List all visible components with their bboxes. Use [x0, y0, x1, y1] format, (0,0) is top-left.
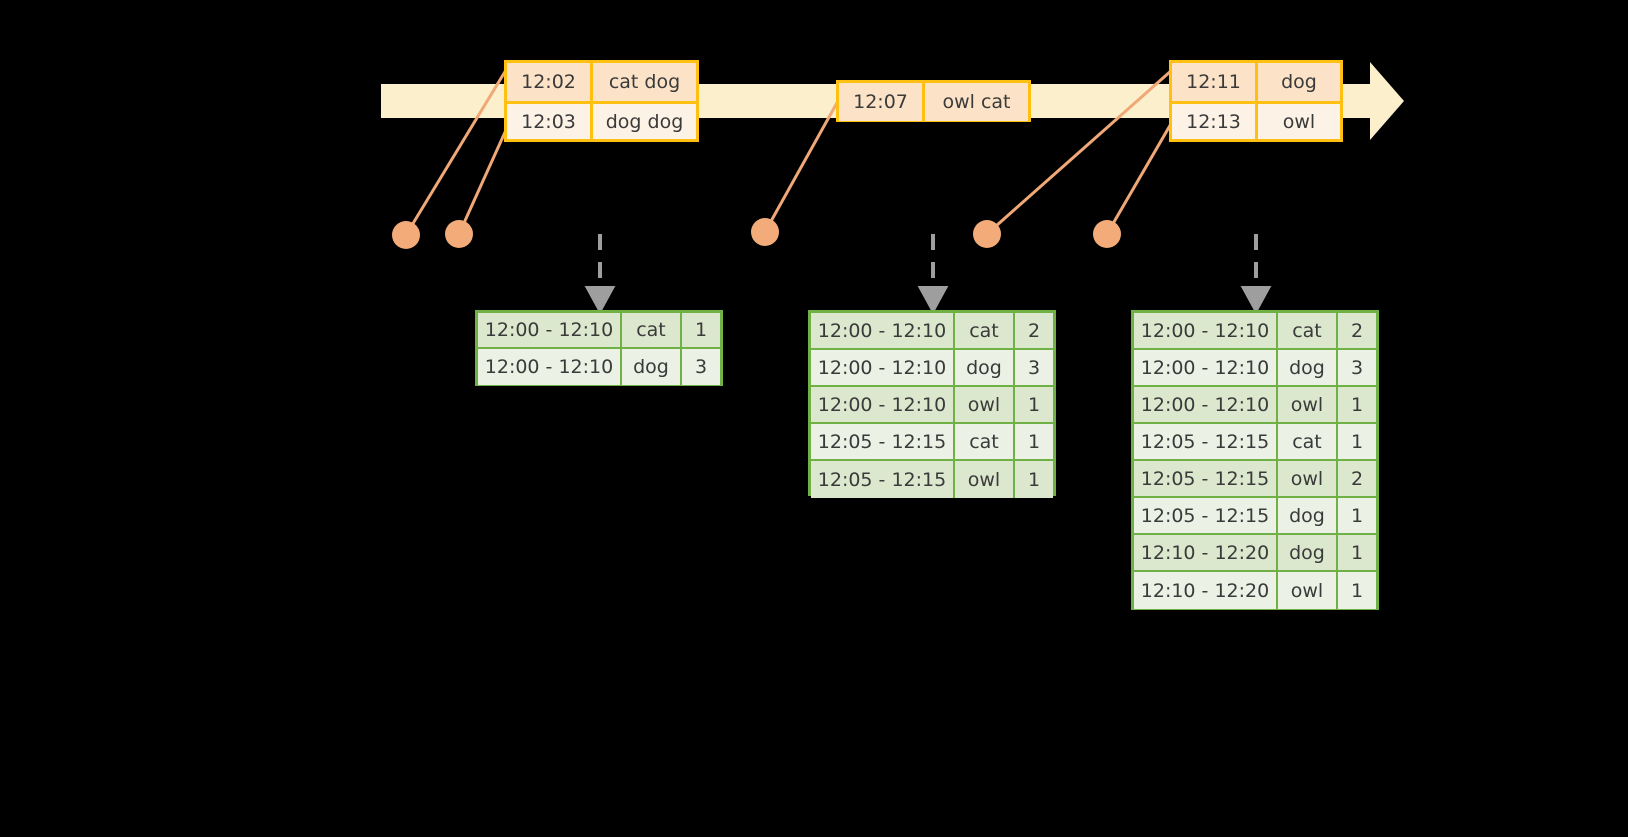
- result-word: dog: [955, 350, 1015, 385]
- table-row[interactable]: 12:05 - 12:15 cat 1: [811, 424, 1053, 461]
- event-words: owl: [1282, 110, 1316, 133]
- event-time: 12:13: [1172, 104, 1258, 139]
- result-word: owl: [955, 387, 1015, 422]
- result-word: cat: [622, 313, 682, 347]
- result-window: 12:10 - 12:20: [1134, 535, 1278, 570]
- table-row[interactable]: 12:00 - 12:10 dog 3: [811, 350, 1053, 387]
- result-window: 12:05 - 12:15: [1134, 461, 1278, 496]
- result-word: owl: [1278, 572, 1338, 609]
- event-dot-1213: [1093, 220, 1121, 248]
- result-count: 3: [1350, 356, 1364, 379]
- result-count: 3: [694, 356, 708, 378]
- table-row[interactable]: 12:05 - 12:15 cat 1: [1134, 424, 1376, 461]
- result-window: 12:00 - 12:10: [478, 313, 622, 347]
- result-window: 12:05 - 12:15: [811, 424, 955, 459]
- result-count: 2: [1027, 319, 1041, 342]
- event-row[interactable]: 12:11 dog: [1172, 63, 1340, 101]
- table-row[interactable]: 12:10 - 12:20 owl 1: [1134, 572, 1376, 609]
- emit-arrow-3: [1240, 234, 1272, 315]
- result-count: 1: [1350, 504, 1364, 527]
- emit-arrows: [584, 234, 1272, 315]
- result-word: cat: [1278, 424, 1338, 459]
- event-words: dog dog: [605, 110, 684, 133]
- table-row[interactable]: 12:00 - 12:10 cat 2: [811, 313, 1053, 350]
- result-word: dog: [1278, 535, 1338, 570]
- result-count: 1: [1350, 579, 1364, 602]
- result-count: 2: [1350, 467, 1364, 490]
- event-dot-1202-a: [392, 221, 420, 249]
- event-words: owl cat: [942, 91, 1011, 113]
- result-word: dog: [622, 349, 682, 385]
- result-window: 12:00 - 12:10: [1134, 387, 1278, 422]
- result-window: 12:05 - 12:15: [1134, 424, 1278, 459]
- table-row[interactable]: 12:05 - 12:15 dog 1: [1134, 498, 1376, 535]
- table-row[interactable]: 12:00 - 12:10 owl 1: [811, 387, 1053, 424]
- table-row[interactable]: 12:00 - 12:10 cat 2: [1134, 313, 1376, 350]
- emit-arrow-1: [584, 234, 616, 315]
- event-words: cat dog: [608, 71, 681, 93]
- event-dot-1203-b: [445, 220, 473, 248]
- result-word: dog: [1278, 498, 1338, 533]
- event-group-2[interactable]: 12:07 owl cat: [836, 80, 1031, 122]
- event-row[interactable]: 12:02 cat dog: [507, 63, 696, 101]
- result-count: 3: [1027, 356, 1041, 379]
- result-count: 2: [1350, 319, 1364, 342]
- result-window: 12:05 - 12:15: [811, 461, 955, 498]
- event-dot-1207: [751, 218, 779, 246]
- result-word: owl: [955, 461, 1015, 498]
- table-row[interactable]: 12:00 - 12:10 cat 1: [478, 313, 720, 349]
- result-count: 1: [1350, 430, 1364, 453]
- event-group-3[interactable]: 12:11 dog 12:13 owl: [1169, 60, 1343, 142]
- result-window: 12:00 - 12:10: [811, 350, 955, 385]
- event-words: dog: [1281, 71, 1317, 93]
- table-row[interactable]: 12:05 - 12:15 owl 2: [1134, 461, 1376, 498]
- event-group-1[interactable]: 12:02 cat dog 12:03 dog dog: [504, 60, 699, 142]
- result-window: 12:00 - 12:10: [478, 349, 622, 385]
- table-row[interactable]: 12:00 - 12:10 dog 3: [1134, 350, 1376, 387]
- result-word: owl: [1278, 387, 1338, 422]
- result-count: 1: [1350, 541, 1364, 564]
- result-count: 1: [1027, 468, 1041, 491]
- result-window: 12:00 - 12:10: [1134, 350, 1278, 385]
- result-count: 1: [694, 319, 708, 341]
- result-window: 12:00 - 12:10: [811, 387, 955, 422]
- result-table-1[interactable]: 12:00 - 12:10 cat 1 12:00 - 12:10 dog 3: [475, 310, 723, 386]
- event-time: 12:11: [1172, 63, 1258, 101]
- event-row[interactable]: 12:03 dog dog: [507, 101, 696, 139]
- result-count: 1: [1027, 430, 1041, 453]
- result-count: 1: [1350, 393, 1364, 416]
- event-time: 12:02: [507, 63, 593, 101]
- result-window: 12:00 - 12:10: [1134, 313, 1278, 348]
- result-window: 12:00 - 12:10: [811, 313, 955, 348]
- result-word: dog: [1278, 350, 1338, 385]
- result-word: cat: [955, 424, 1015, 459]
- result-word: owl: [1278, 461, 1338, 496]
- table-row[interactable]: 12:00 - 12:10 owl 1: [1134, 387, 1376, 424]
- event-dots: [392, 218, 1121, 249]
- result-word: cat: [955, 313, 1015, 348]
- result-table-3[interactable]: 12:00 - 12:10 cat 2 12:00 - 12:10 dog 3 …: [1131, 310, 1379, 610]
- result-window: 12:05 - 12:15: [1134, 498, 1278, 533]
- table-row[interactable]: 12:10 - 12:20 dog 1: [1134, 535, 1376, 572]
- table-row[interactable]: 12:05 - 12:15 owl 1: [811, 461, 1053, 498]
- table-row[interactable]: 12:00 - 12:10 dog 3: [478, 349, 720, 385]
- emit-arrow-2: [917, 234, 949, 315]
- result-count: 1: [1027, 393, 1041, 416]
- event-time: 12:07: [839, 83, 925, 121]
- event-dot-1211: [973, 220, 1001, 248]
- event-time: 12:03: [507, 104, 593, 139]
- result-table-2[interactable]: 12:00 - 12:10 cat 2 12:00 - 12:10 dog 3 …: [808, 310, 1056, 498]
- result-word: cat: [1278, 313, 1338, 348]
- event-row[interactable]: 12:07 owl cat: [839, 83, 1028, 121]
- event-row[interactable]: 12:13 owl: [1172, 101, 1340, 139]
- result-window: 12:10 - 12:20: [1134, 572, 1278, 609]
